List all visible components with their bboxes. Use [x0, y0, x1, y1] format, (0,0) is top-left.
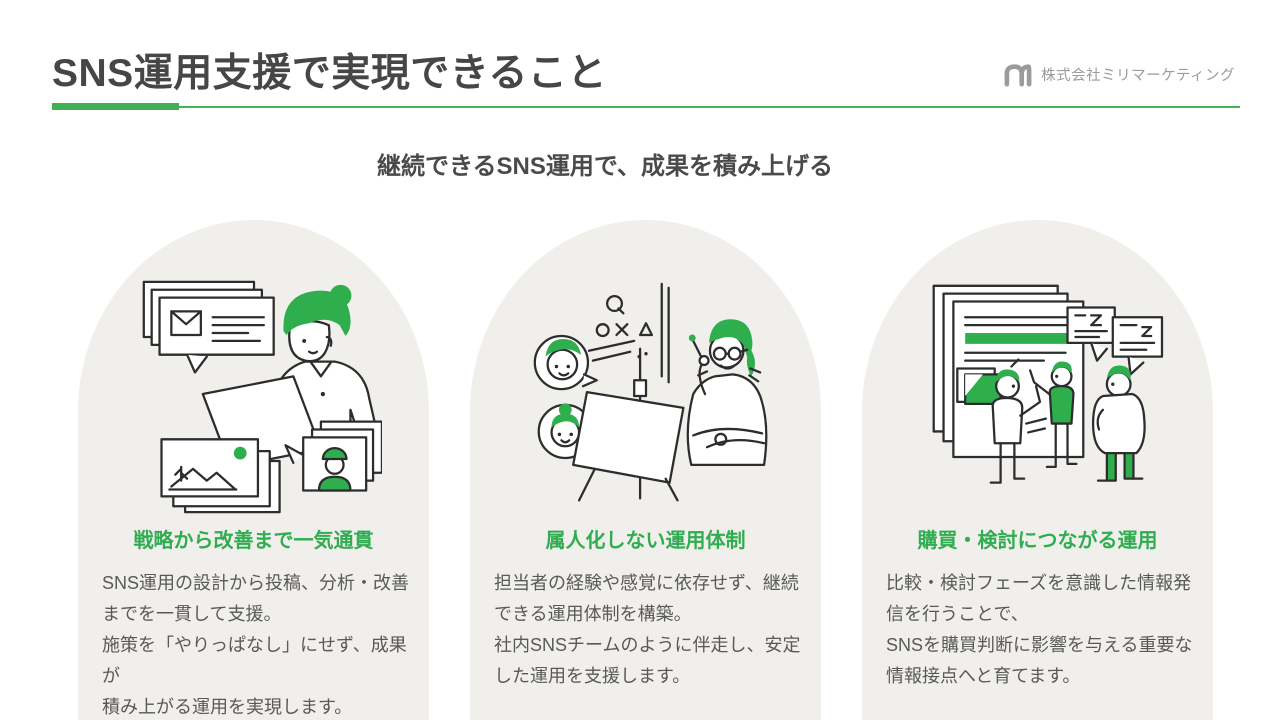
people-viewing-posters-illustration-icon [932, 284, 1163, 484]
card-strategy: 戦略から改善まで一気通貫 SNS運用の設計から投稿、分析・改善 までを一貫して支… [78, 220, 429, 720]
illustration-team [470, 220, 821, 520]
illustration-strategy [78, 220, 429, 520]
presenter-at-easel-illustration-icon [533, 282, 767, 502]
company-logo-icon [1004, 64, 1032, 87]
brand: 株式会社ミリマーケティング [1002, 62, 1235, 87]
woman-at-laptop-illustration-icon [142, 280, 382, 514]
card-purchase: 購買・検討につながる運用 比較・検討フェーズを意識した情報発 信を行うことで、 … [862, 220, 1213, 720]
company-name: 株式会社ミリマーケティング [1041, 68, 1235, 84]
card-body: SNS運用の設計から投稿、分析・改善 までを一貫して支援。 施策を「やりっぱなし… [102, 573, 410, 717]
page-title: SNS運用支援で実現できること [52, 52, 607, 95]
card-heading: 購買・検討につながる運用 [917, 530, 1158, 552]
feature-cards: 戦略から改善まで一気通貫 SNS運用の設計から投稿、分析・改善 までを一貫して支… [78, 220, 1213, 720]
slide-subtitle: 継続できるSNS運用で、成果を積み上げる [377, 153, 833, 180]
card-body: 担当者の経験や感覚に依存せず、継続 できる運用体制を構築。 社内SNSチームのよ… [494, 573, 801, 686]
illustration-purchase [862, 220, 1213, 520]
card-team: 属人化しない運用体制 担当者の経験や感覚に依存せず、継続 できる運用体制を構築。… [470, 220, 821, 720]
title-divider [52, 103, 1240, 110]
card-heading: 戦略から改善まで一気通貫 [133, 530, 374, 552]
card-body: 比較・検討フェーズを意識した情報発 信を行うことで、 SNSを購買判断に影響を与… [886, 573, 1193, 686]
card-heading: 属人化しない運用体制 [545, 530, 746, 552]
